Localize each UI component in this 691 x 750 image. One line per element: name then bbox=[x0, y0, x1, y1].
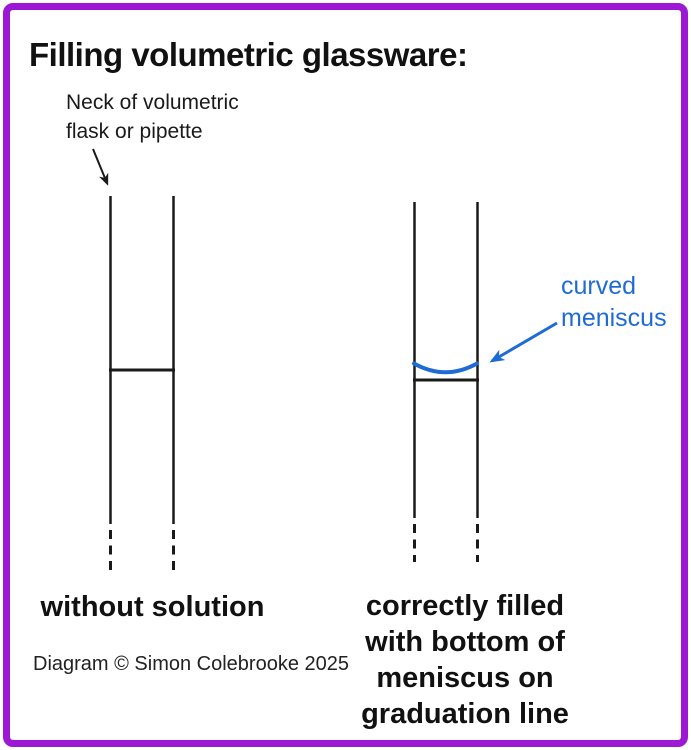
left-tube bbox=[109, 196, 175, 570]
page-title: Filling volumetric glassware: bbox=[29, 36, 468, 74]
meniscus-pointer-arrow bbox=[489, 321, 558, 363]
neck-annotation-label: Neck of volumetric flask or pipette bbox=[66, 91, 239, 143]
right-tube bbox=[412, 202, 479, 562]
curved-meniscus-label: curved meniscus bbox=[561, 272, 667, 332]
left-tube-caption: without solution bbox=[40, 591, 265, 623]
meniscus-curve bbox=[412, 361, 479, 375]
purple-border-frame bbox=[3, 3, 688, 747]
right-tube-caption: correctly filled with bottom of meniscus… bbox=[361, 590, 569, 730]
copyright-notice: Diagram © Simon Colebrooke 2025 bbox=[33, 653, 350, 675]
neck-pointer-arrow bbox=[92, 148, 109, 186]
